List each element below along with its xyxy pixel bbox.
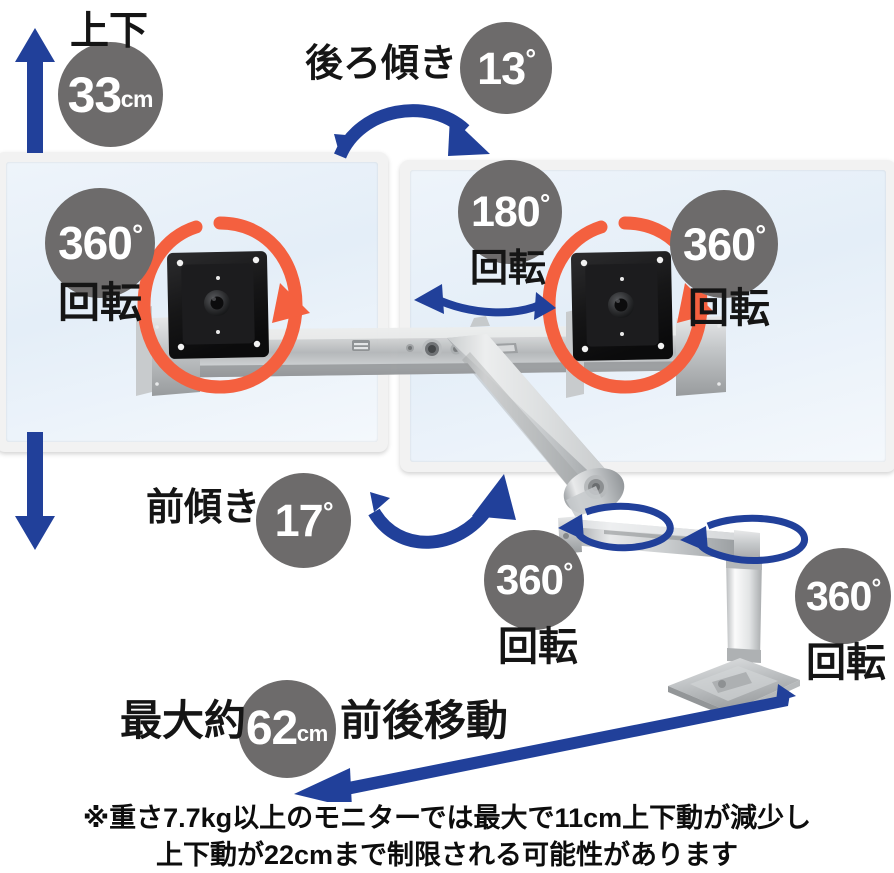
- tilt-forward-arrow-icon: [368, 474, 516, 549]
- tilt-back-label: 後ろ傾き: [305, 43, 458, 85]
- pan-bar-unit: °: [539, 189, 550, 218]
- height-adjust-value: 33: [67, 66, 123, 123]
- height-adjust-label: 上下: [70, 10, 149, 53]
- tilt-back-arrow-icon: [334, 104, 490, 159]
- rotate-base-label: 回転: [806, 641, 886, 685]
- pan-double-arrow-icon: [414, 284, 556, 320]
- rotate-base-unit: °: [871, 574, 882, 602]
- tilt-forward-label: 前傾き: [146, 487, 261, 529]
- rotate-joint-label: 回転: [498, 625, 578, 669]
- rotate-joint-value: 360: [495, 556, 564, 603]
- tilt-forward-value: 17: [274, 495, 324, 546]
- tilt-back-value: 13: [477, 42, 526, 94]
- rotate-joint-unit: °: [563, 557, 573, 586]
- joint-rotation-ellipse-icon: [558, 502, 674, 552]
- pan-bar-badge: 180°: [458, 160, 562, 264]
- rotate-left-monitor-value: 360: [58, 217, 133, 269]
- pan-bar-value: 180: [470, 187, 541, 236]
- rotate-left-monitor-label: 回転: [58, 279, 143, 326]
- rotate-right-monitor-unit: °: [755, 220, 766, 251]
- depth-travel-suffix: 前後移動: [340, 697, 509, 744]
- depth-travel-value: 62: [245, 702, 298, 755]
- height-up-arrow-icon: [15, 28, 55, 153]
- pan-bar-label: 回転: [470, 248, 547, 290]
- rotation-ring-left-icon: [137, 216, 310, 394]
- footnote-line-1: ※重さ7.7kg以上のモニターでは最大で11cm上下動が減少し: [82, 803, 812, 833]
- base-rotation-ellipse-icon: [680, 514, 808, 564]
- tilt-forward-unit: °: [322, 496, 334, 527]
- tilt-forward-badge: 17°: [256, 473, 351, 568]
- depth-travel-arrow-icon: [294, 684, 796, 802]
- rotate-left-monitor-badge: 360°: [45, 188, 155, 298]
- depth-travel-unit: cm: [296, 720, 328, 746]
- tilt-back-badge: 13°: [460, 22, 552, 114]
- rotate-right-monitor-value: 360: [683, 218, 756, 270]
- height-down-arrow-icon: [15, 432, 55, 550]
- rotate-left-monitor-unit: °: [132, 218, 143, 250]
- rotate-base-value: 360: [805, 572, 872, 619]
- rotate-base-badge: 360°: [795, 548, 891, 644]
- footnote-line-2: 上下動が22cmまで制限される可能性があります: [155, 840, 739, 871]
- height-adjust-unit: cm: [120, 86, 154, 113]
- footnote: ※重さ7.7kg以上のモニターでは最大で11cm上下動が減少し 上下動が22cm…: [0, 800, 894, 873]
- depth-travel-prefix: 最大約: [120, 697, 247, 744]
- tilt-back-unit: °: [525, 44, 536, 75]
- rotate-right-monitor-badge: 360°: [670, 190, 778, 298]
- rotate-right-monitor-label: 回転: [688, 285, 770, 331]
- rotate-joint-badge: 360°: [484, 530, 584, 630]
